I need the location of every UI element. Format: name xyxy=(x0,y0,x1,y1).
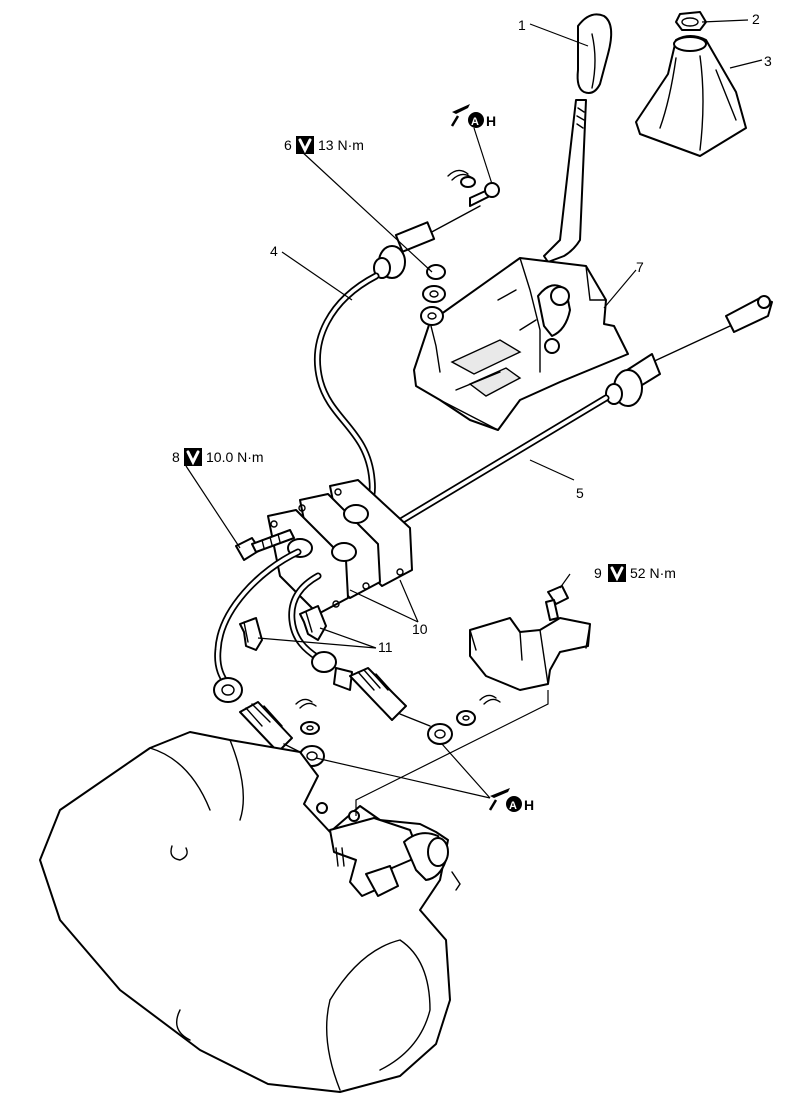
shift-lever-bracket xyxy=(413,257,629,431)
label-7: 7 xyxy=(636,259,644,275)
lower-cables xyxy=(214,548,322,690)
grease-icon xyxy=(468,112,484,128)
label-1: 1 xyxy=(518,17,526,33)
torque-value-6: 13 N·m xyxy=(318,137,364,153)
part-numbers: 1 2 3 4 5 6 7 8 9 10 11 xyxy=(172,11,772,655)
label-8: 8 xyxy=(172,449,180,465)
label-6: 6 xyxy=(284,137,292,153)
transmission-bracket xyxy=(469,585,591,691)
label-3: 3 xyxy=(764,53,772,69)
transmission-case xyxy=(39,731,461,1093)
label-11: 11 xyxy=(378,639,393,655)
torque-value-8: 10.0 N·m xyxy=(206,449,264,465)
small-clips-washers xyxy=(295,694,501,735)
grease-icon xyxy=(506,796,522,812)
svg-text:A: A xyxy=(509,800,517,812)
cable-bracket-plates xyxy=(267,479,413,615)
torque-callout-6: 13 N·m xyxy=(296,136,364,154)
bolt-8 xyxy=(235,529,295,561)
shift-cable xyxy=(382,295,773,534)
label-2: 2 xyxy=(752,11,760,27)
cable-clips-11 xyxy=(239,605,327,651)
label-5: 5 xyxy=(576,485,584,501)
label-10: 10 xyxy=(412,621,428,637)
grease-symbol-bottom: A H xyxy=(488,788,534,813)
label-4: 4 xyxy=(270,243,278,259)
torque-value-9: 52 N·m xyxy=(630,565,676,581)
knob-nut xyxy=(675,11,707,31)
torque-callout-9: 52 N·m xyxy=(608,564,676,582)
shift-lever xyxy=(543,99,587,263)
shift-boot xyxy=(635,35,747,157)
cable-end-right xyxy=(311,651,453,745)
shift-knob xyxy=(576,13,613,94)
svg-text:H: H xyxy=(486,113,496,129)
label-9: 9 xyxy=(594,565,602,581)
cable-nut-washer-6 xyxy=(420,264,446,326)
svg-text:H: H xyxy=(524,797,534,813)
torque-callout-8: 10.0 N·m xyxy=(184,448,264,466)
svg-text:A: A xyxy=(471,116,479,128)
leader-lines xyxy=(185,19,763,816)
grease-symbol-top: A H xyxy=(450,104,496,129)
